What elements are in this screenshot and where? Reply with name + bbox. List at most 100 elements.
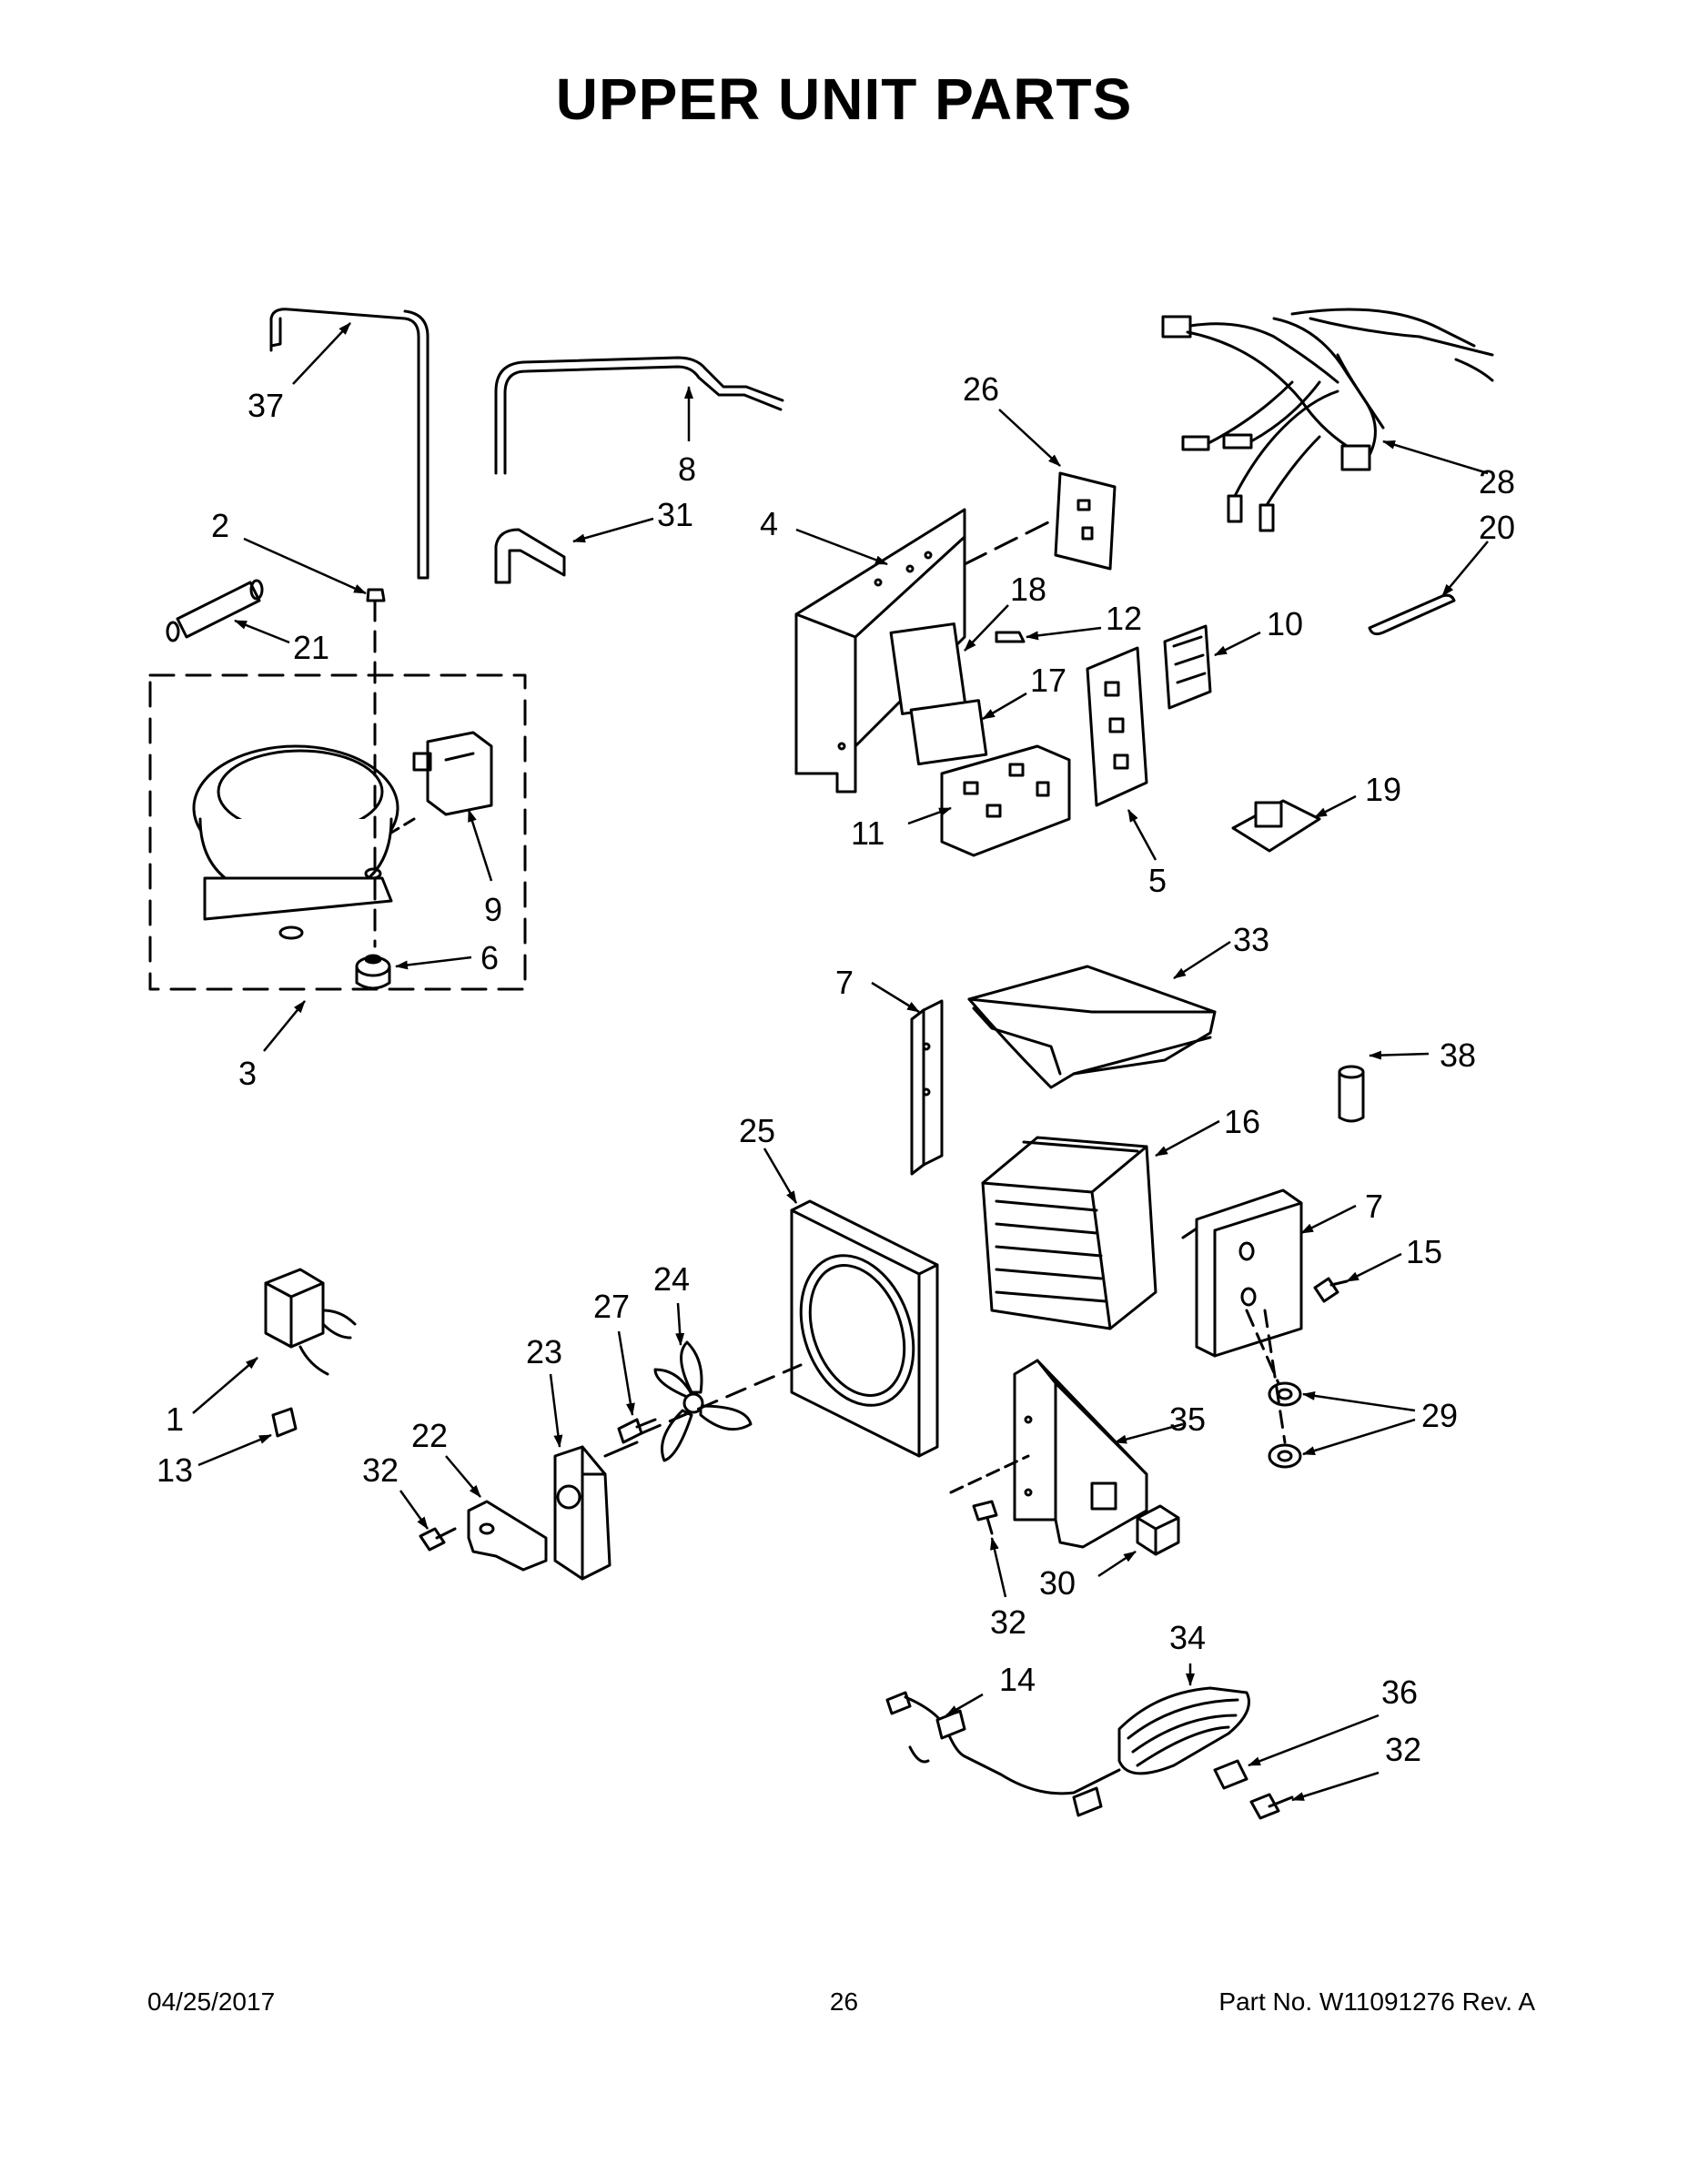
cable-tie-part [1368,593,1456,636]
screw-32-center-part [972,1500,998,1535]
leader-12 [1026,626,1102,641]
callout-22: 22 [411,1417,448,1454]
wire-harness-part [1161,308,1494,532]
callout-5: 5 [1148,862,1167,899]
leader-33 [1173,940,1231,980]
compressor-assembly-outline [148,673,527,991]
callout-17: 17 [1030,662,1066,699]
leader-21 [234,619,290,644]
compressor-part [192,744,399,940]
footer-page-number: 26 [829,1987,859,2016]
leader-1 [192,1357,258,1414]
screw-32-bottom-part [1249,1793,1294,1820]
callout-38: 38 [1440,1036,1476,1074]
footer-date: 04/25/2017 [147,1987,276,2016]
leader-22 [445,1455,481,1498]
leader-10 [1214,631,1261,657]
leader-9 [467,809,493,882]
callout-19: 19 [1365,771,1401,808]
fan-blade-part [653,1340,753,1462]
callout-10: 10 [1267,605,1303,642]
leader-13 [197,1433,272,1467]
leader-25 [763,1148,798,1204]
clamp-36-part [1213,1759,1248,1790]
spacer-38-part [1338,1065,1365,1123]
leader-35 [1114,1422,1184,1444]
leader-16 [1155,1119,1220,1158]
callout-13: 13 [157,1451,193,1489]
callout-32-left: 32 [362,1451,399,1489]
callout-32-bottom: 32 [1385,1731,1421,1768]
callout-15: 15 [1406,1233,1442,1270]
leader-6 [395,956,472,970]
main-control-board-part [940,744,1071,857]
board-26-part [1054,471,1117,571]
leader-5 [1127,809,1157,861]
leader-14 [945,1693,984,1717]
callout-6: 6 [480,939,499,976]
leader-36 [1248,1714,1380,1767]
callout-9: 9 [484,891,502,928]
screw-part [366,588,386,616]
part-13 [271,1407,298,1438]
washer-29-part [1268,1381,1302,1407]
callout-21: 21 [293,629,329,666]
callout-28: 28 [1479,463,1515,500]
callout-8: 8 [678,450,696,488]
screw-32-left-part [419,1527,457,1552]
leader-23 [549,1373,563,1448]
leader-27 [617,1330,635,1416]
tube-8-part [494,356,784,475]
heater-34-part [1117,1686,1250,1775]
callout-16: 16 [1224,1103,1260,1140]
callout-7-lower: 7 [1365,1188,1383,1225]
leader-26 [998,409,1061,467]
leader-32c [990,1537,1007,1598]
leader-7a [871,981,920,1014]
part-30 [1136,1504,1180,1556]
callout-14: 14 [999,1661,1036,1698]
callout-18: 18 [1010,571,1046,608]
leader-19 [1314,794,1357,819]
grommet-part [355,954,391,990]
washer-29-part [1268,1443,1302,1469]
callout-20: 20 [1479,509,1515,546]
callout-29: 29 [1421,1397,1458,1434]
callout-26: 26 [963,370,999,408]
leader-32a [399,1490,430,1530]
callout-36: 36 [1381,1673,1418,1711]
callout-11: 11 [851,814,884,852]
leader-4 [795,528,888,566]
tube-37-part [269,308,430,580]
board-10-part [1163,624,1212,710]
callout-27: 27 [593,1288,630,1325]
board-19-part [1231,799,1321,853]
callout-24: 24 [653,1260,690,1298]
callout-30: 30 [1039,1564,1076,1602]
leader-17 [982,692,1027,721]
callout-31: 31 [657,496,693,533]
leader-18 [964,604,1009,652]
leader-3 [263,1000,306,1052]
callout-7-upper: 7 [835,964,854,1001]
shield-33-part [967,965,1217,1089]
callout-3: 3 [238,1055,257,1092]
wire-harness-14-part [885,1691,1121,1817]
tube-31-part [494,528,566,584]
leader-24 [675,1302,685,1346]
leader-15 [1346,1252,1402,1283]
leader-2 [243,537,367,595]
connector-12-part [995,631,1026,643]
leader-29a [1302,1390,1416,1412]
bracket-7-right-part [1181,1188,1303,1358]
callout-25: 25 [739,1112,775,1149]
callout-33: 33 [1233,921,1269,958]
board-18-part [889,622,967,715]
leader-30 [1097,1550,1137,1578]
leader-32b [1291,1771,1380,1802]
bracket-35-part [1013,1359,1148,1549]
page-title: UPPER UNIT PARTS [555,66,1133,132]
callout-35: 35 [1169,1400,1206,1438]
leader-38 [1369,1050,1430,1060]
